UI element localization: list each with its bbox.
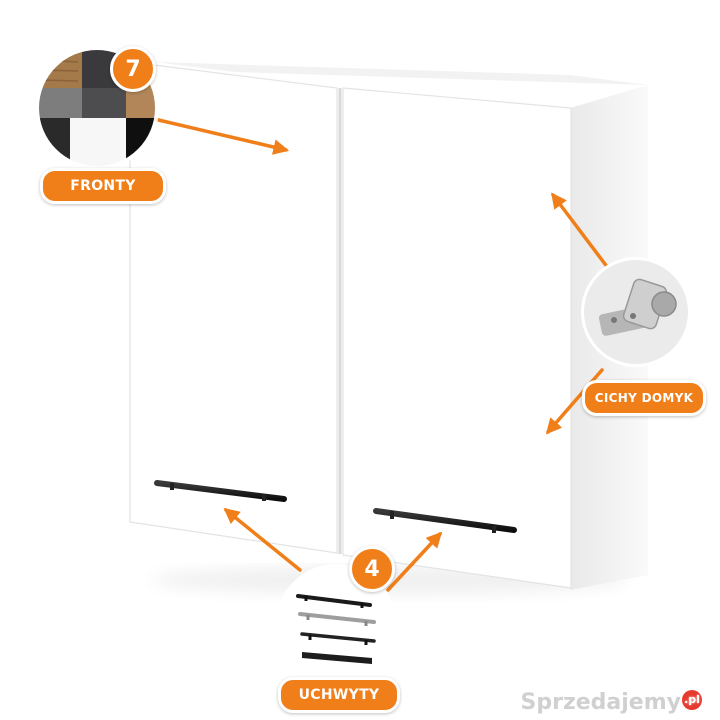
handles-arrow-left [223,508,302,572]
right-door [342,87,572,589]
left-door-handle [154,480,287,502]
swatch-white [70,118,126,166]
hinge-photo-circle [581,257,691,367]
fronts-swatch-circle [35,46,159,170]
handle-sample-steel-bar [298,612,376,626]
handle-sample-black-thin [300,632,376,645]
right-door-handle [373,508,517,533]
hinge-arrow-upper [551,192,610,270]
swatch-oak-3 [126,88,155,118]
watermark-text: Sprzedajemy [520,690,682,715]
watermark-suffix: .pl [682,690,702,710]
swatch-grey [39,88,82,118]
wall-cabinet [129,61,648,590]
swatch-graphite [82,88,126,118]
handle-sample-black-bar [296,594,372,608]
fronts-count-badge: 7 [110,46,156,92]
cabinet-top [155,62,648,85]
handles-count-badge: 4 [349,546,395,592]
fronts-label: FRONTY [40,168,166,204]
soft-close-label: CICHY DOMYK [582,380,706,416]
hinge-cup [651,291,677,317]
fronts-arrow [148,116,290,155]
left-door [129,61,338,554]
handles-label: UCHWYTY [278,677,400,713]
handle-sample-black-profile [302,652,372,664]
watermark: Sprzedajemy.pl [520,690,702,715]
handles-arrow-right [386,531,443,592]
